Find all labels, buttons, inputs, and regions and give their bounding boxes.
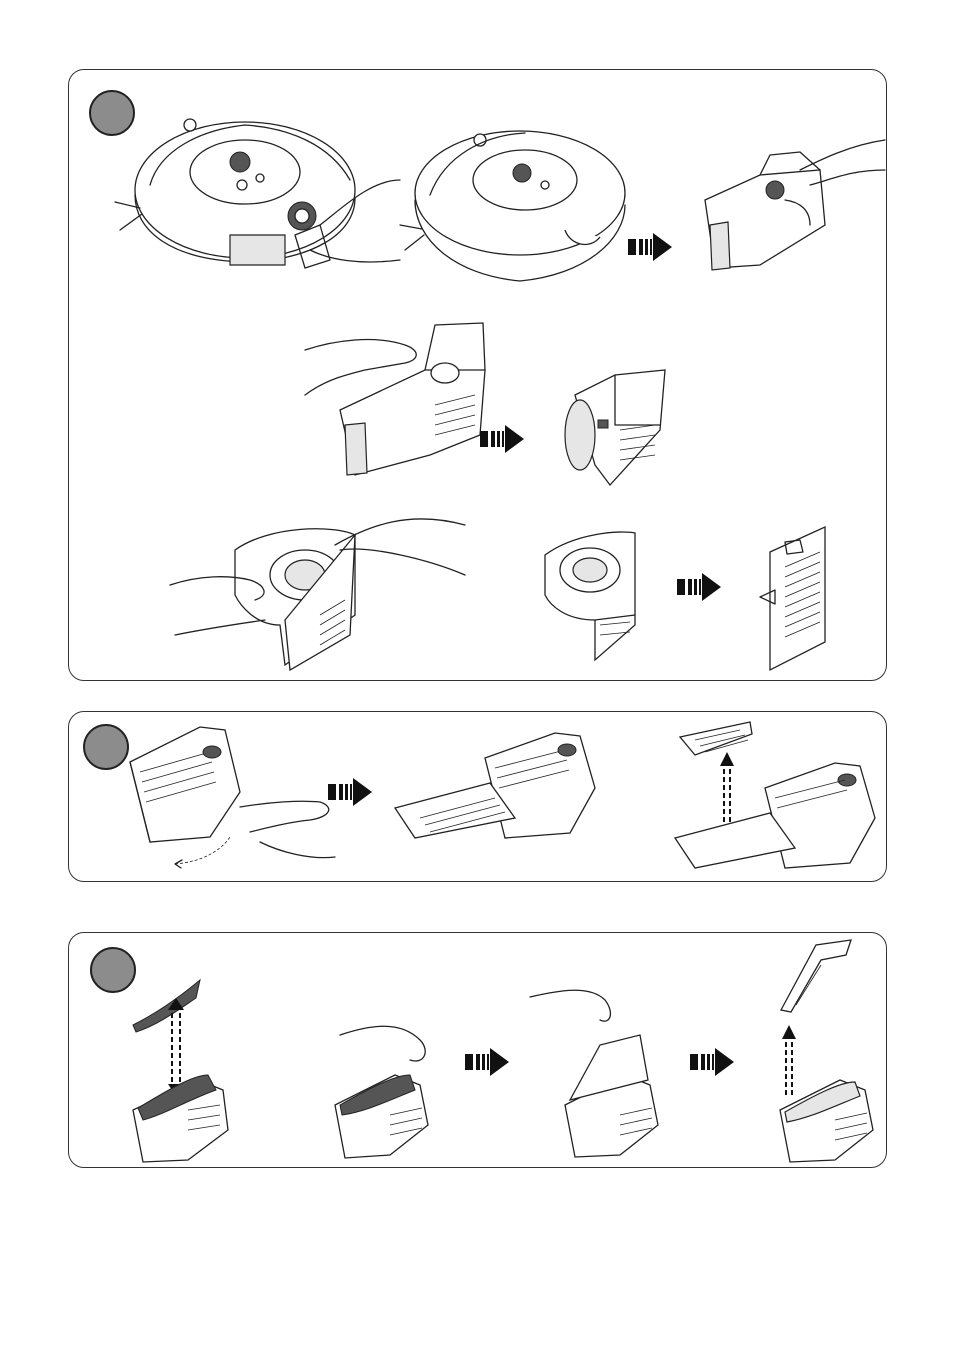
bin-release-button-illustration	[305, 315, 490, 480]
bin-filter-open-illustration	[535, 525, 660, 665]
arrow-right-2	[480, 425, 528, 455]
robot-bin-removed-illustration	[400, 125, 630, 295]
filter-frame-removed-illustration	[776, 940, 856, 1015]
lifted-grate-illustration	[680, 722, 755, 757]
bin-frame-removed-illustration	[775, 1030, 885, 1165]
arrow-right-3	[677, 573, 725, 603]
filter-cover-illustration	[755, 522, 830, 672]
opened-bin-illustration	[560, 365, 675, 490]
bin-bottom-open-illustration	[395, 728, 605, 848]
filter-seat-hand-illustration	[330, 1020, 440, 1160]
robot-with-hand-illustration	[110, 110, 410, 280]
bin-side-hand-illustration	[120, 722, 340, 872]
bin-in-hand-illustration	[700, 130, 890, 275]
filter-removal-hands-illustration	[170, 505, 470, 675]
arrow-right-6	[690, 1048, 738, 1078]
filter-insert-illustration	[128, 980, 233, 1165]
arrow-right-4	[328, 778, 376, 808]
arrow-right-5	[465, 1048, 513, 1078]
bin-grate-removed-illustration	[675, 758, 885, 878]
arrow-right-1	[628, 233, 676, 263]
filter-frame-lift-illustration	[530, 985, 665, 1160]
